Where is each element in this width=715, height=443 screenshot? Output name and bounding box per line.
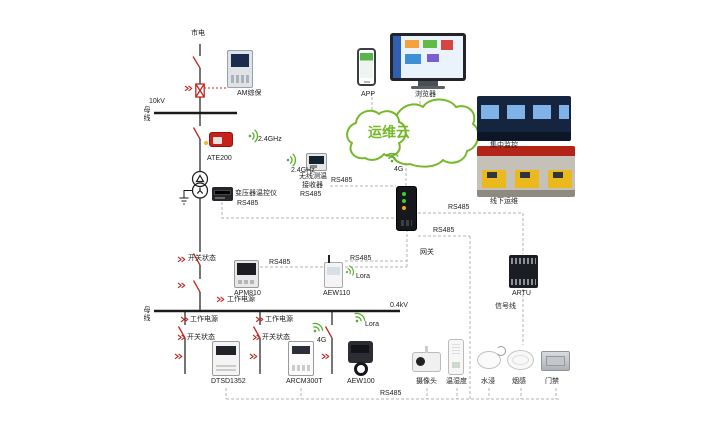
field-operations-photo <box>477 146 575 197</box>
label-mains: 市电 <box>191 30 205 37</box>
label-field-operations: 线下运维 <box>490 198 518 205</box>
monitor-screen <box>393 36 463 78</box>
label-smoke: 烟感 <box>512 378 526 385</box>
label-working-power-2: 工作电源 <box>265 316 293 323</box>
label-aew-lora: Lora <box>356 273 371 280</box>
label-relay: AM综保 <box>237 90 262 97</box>
label-working-power-mid: 工作电源 <box>227 296 255 303</box>
transformer-temp-controller-device <box>212 187 233 201</box>
label-browser: 浏览器 <box>415 91 436 98</box>
artu-device <box>509 255 538 288</box>
gateway-device <box>396 186 417 231</box>
protection-relay-device <box>227 50 253 88</box>
central-monitoring-photo <box>477 96 571 141</box>
label-freq-2: 2.4GHz <box>291 167 315 174</box>
label-ate200: ATE200 <box>207 155 232 162</box>
label-camera: 摄像头 <box>416 378 437 385</box>
monitor-device <box>390 33 466 81</box>
label-transformer-ctrl: 变压器温控仪 <box>235 190 277 197</box>
label-receiver-line3: RS485 <box>300 191 322 198</box>
aew100-meter-device <box>346 341 375 376</box>
label-dtsd1352: DTSD1352 <box>211 378 246 385</box>
temp-receiver-device <box>306 153 327 171</box>
water-leak-sensor-device <box>477 346 506 369</box>
label-temp-humidity: 温湿度 <box>446 378 467 385</box>
label-switch-status-1: 开关状态 <box>187 334 215 341</box>
label-transformer-rs485: RS485 <box>237 200 259 207</box>
label-app: APP <box>361 91 376 98</box>
label-central-monitoring: 集中监控 <box>490 142 518 149</box>
smoke-detector-device <box>507 350 534 370</box>
label-voltage-10kv: 10kV <box>149 98 165 105</box>
label-freq-1: 2.4GHz <box>258 136 282 143</box>
label-aew100: AEW100 <box>347 378 375 385</box>
label-working-power-1: 工作电源 <box>190 316 218 323</box>
label-apm810: APM810 <box>234 290 261 297</box>
label-artu: ARTU <box>512 290 531 297</box>
wifi-icon <box>248 129 259 143</box>
wifi-icon <box>286 153 297 167</box>
label-rs485-bottom: RS485 <box>380 390 402 397</box>
label-signal-line: 信号线 <box>495 303 516 310</box>
camera-device <box>412 346 441 372</box>
aew110-wireless-device <box>324 255 343 288</box>
label-4g-bottom: 4G <box>317 337 327 344</box>
cloud-icon <box>346 98 480 168</box>
label-arcm300t: ARCM300T <box>286 378 323 385</box>
dtsd1352-meter-device <box>212 341 240 376</box>
label-rs485-right-a: RS485 <box>448 204 470 211</box>
label-water: 水浸 <box>481 378 495 385</box>
label-aew-rs485: RS485 <box>350 255 372 262</box>
apm810-meter-device <box>234 260 259 288</box>
wireless-temp-sensor-device <box>204 132 233 147</box>
label-voltage-04kv: 0.4kV <box>390 302 408 309</box>
label-rs485-right-b: RS485 <box>433 227 455 234</box>
temp-humidity-sensor-device <box>448 339 464 375</box>
label-busbar-bottom: 母线 <box>143 306 151 322</box>
label-4g-top: 4G <box>394 166 404 173</box>
door-access-device <box>541 351 570 371</box>
label-cloud-title: 运维云 <box>368 124 410 140</box>
ground-symbol <box>179 190 193 205</box>
arcm300t-meter-device <box>288 341 314 376</box>
label-receiver-rs485: RS485 <box>331 177 353 184</box>
wifi-icon <box>350 310 367 327</box>
label-receiver-line2: 接收器 <box>302 182 323 189</box>
label-switch-status-2: 开关状态 <box>262 334 290 341</box>
label-gateway: 网关 <box>420 249 434 256</box>
power-lines <box>154 44 400 374</box>
label-receiver-line1: 无线测温 <box>299 173 327 180</box>
label-switch-status-mid: 开关状态 <box>188 255 216 262</box>
wifi-icon <box>308 320 325 337</box>
label-apm-rs485: RS485 <box>269 259 291 266</box>
dashed-links <box>221 92 560 400</box>
label-aew110: AEW110 <box>323 290 351 297</box>
smartphone-app-device <box>357 48 376 86</box>
label-lora-bottom: Lora <box>365 321 380 328</box>
label-door: 门禁 <box>545 378 559 385</box>
label-busbar-top: 母线 <box>143 106 151 122</box>
transformer-symbol <box>191 170 209 199</box>
